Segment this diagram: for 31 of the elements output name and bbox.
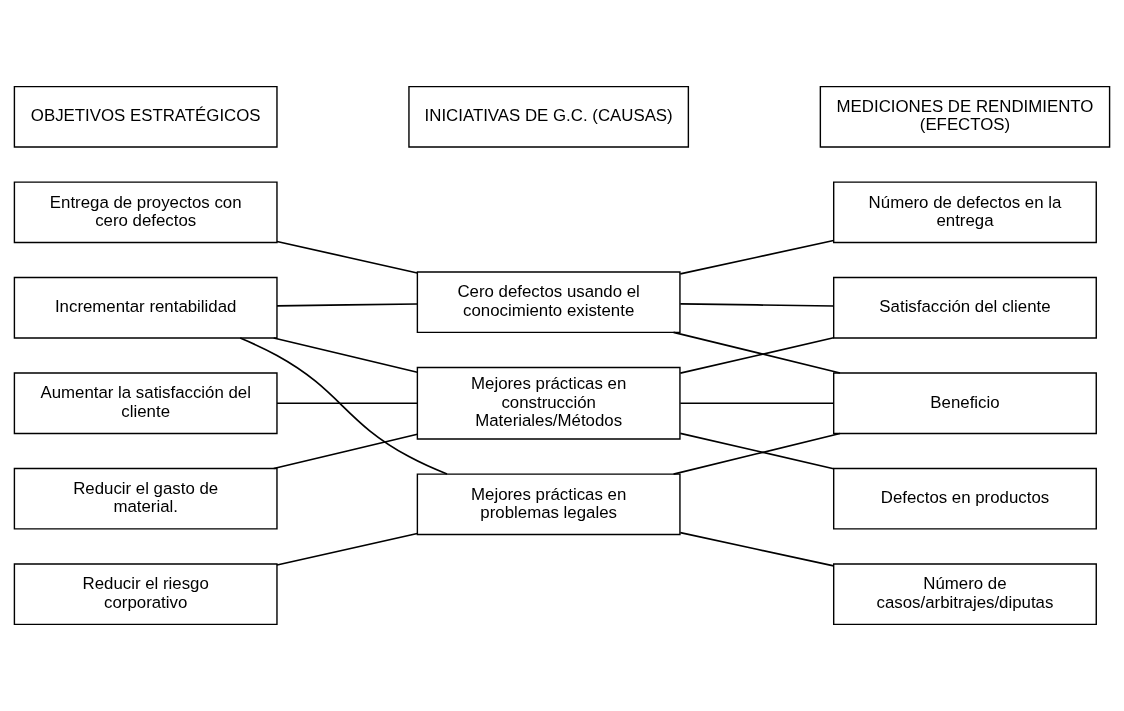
- connector: [679, 303, 835, 307]
- connector: [679, 239, 835, 275]
- connector: [679, 402, 835, 405]
- node-box: Incrementar rentabilidad: [13, 276, 278, 339]
- node-box: Número de casos/arbitrajes/diputas: [833, 563, 1097, 626]
- connector: [679, 531, 835, 567]
- connector: [276, 240, 419, 274]
- node-box: MEDICIONES DE RENDIMIENTO (EFECTOS): [819, 85, 1111, 148]
- connector: [276, 303, 419, 307]
- node-box: Entrega de proyectos con cero defectos: [13, 181, 278, 244]
- connector: [276, 402, 419, 405]
- node-box: Defectos en productos: [833, 467, 1097, 530]
- connector: [272, 433, 419, 470]
- node-box: Beneficio: [833, 372, 1097, 435]
- node-box: Mejores prácticas en construcción Materiales/Métodos: [416, 366, 681, 440]
- node-box: Satisfacción del cliente: [833, 276, 1097, 339]
- connector: [272, 337, 419, 374]
- connector: [672, 432, 841, 475]
- connector: [672, 331, 841, 374]
- node-box: Reducir el gasto de material.: [13, 467, 278, 530]
- node-box: Número de defectos en la entrega: [833, 181, 1097, 244]
- node-box: INICIATIVAS DE G.C. (CAUSAS): [408, 85, 690, 148]
- connector: [276, 532, 419, 566]
- connector: [679, 336, 835, 374]
- node-box: Cero defectos usando el conocimiento existente: [416, 271, 681, 334]
- connector: [239, 337, 448, 475]
- node-box: OBJETIVOS ESTRATÉGICOS: [13, 85, 278, 148]
- node-box: Reducir el riesgo corporativo: [13, 563, 278, 626]
- connector: [679, 432, 835, 470]
- node-box: Aumentar la satisfacción del cliente: [13, 372, 278, 435]
- node-box: Mejores prácticas en problemas legales: [416, 473, 681, 536]
